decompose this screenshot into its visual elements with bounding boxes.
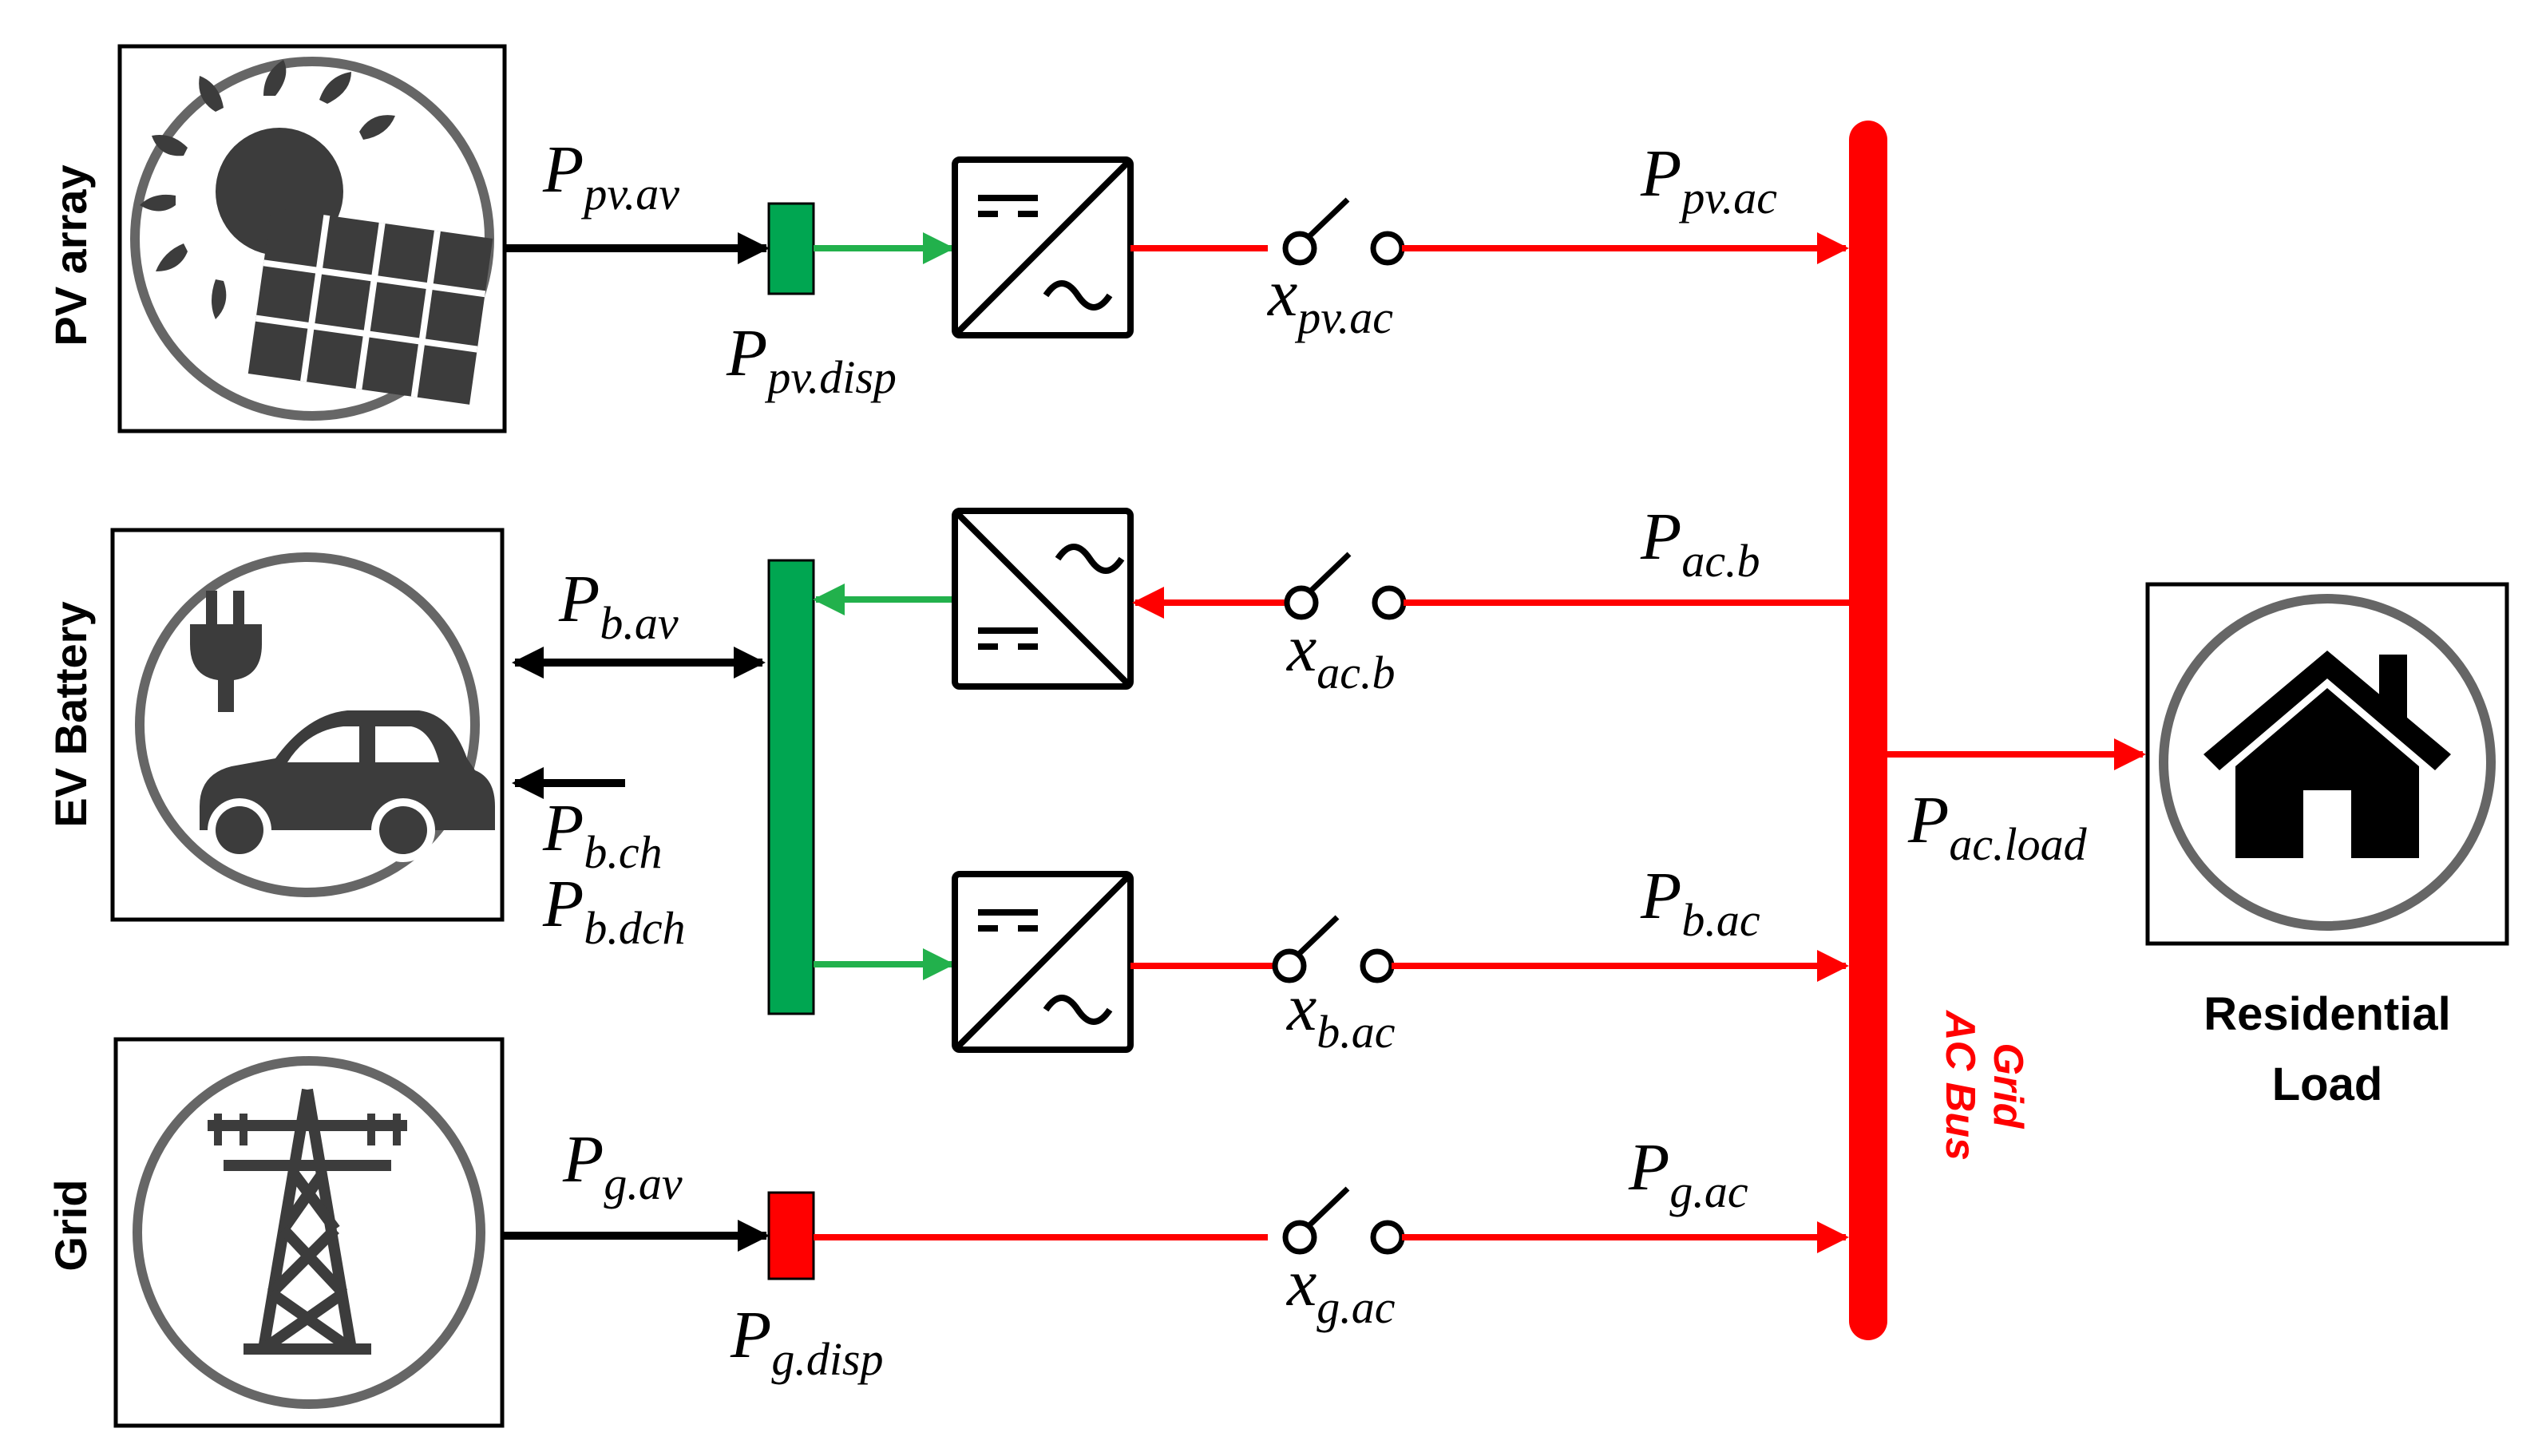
grid-dispatch-node [767, 1191, 815, 1280]
house-icon [2145, 582, 2509, 946]
battery-dispatch-node [767, 559, 815, 1015]
label-p-pv-ac: Ppv.ac [1640, 136, 1777, 224]
label-x-pv-ac: xpv.ac [1266, 256, 1393, 343]
label-p-pv-av: Ppv.av [542, 133, 679, 220]
battery-inverter-icon [952, 871, 1134, 1053]
label-p-pv-disp: Ppv.disp [726, 316, 897, 403]
transmission-tower-icon [113, 1037, 505, 1428]
label-p-b-ch: Pb.ch [542, 791, 663, 878]
label-p-ac-b: Pac.b [1640, 500, 1760, 587]
load-label-line2: Load [2272, 1058, 2383, 1110]
g-ac-switch[interactable] [1282, 1186, 1405, 1255]
pv-inverter-icon [952, 156, 1134, 338]
label-p-b-av: Pb.av [558, 562, 679, 649]
label-p-g-av: Pg.av [562, 1122, 683, 1209]
label-x-b-ac: xb.ac [1285, 971, 1396, 1058]
pv-dispatch-node [767, 202, 815, 295]
label-p-g-disp: Pg.disp [730, 1298, 884, 1385]
source-label-pv: PV array [46, 164, 96, 346]
ac-bus-label-line1: Grid [1985, 1043, 2031, 1130]
rectifier-icon [952, 508, 1134, 690]
label-x-g-ac: xg.ac [1285, 1246, 1396, 1333]
label-p-b-ac: Pb.ac [1640, 859, 1760, 946]
label-p-g-ac: Pg.ac [1628, 1130, 1748, 1217]
solar-panel-sun-icon [117, 44, 507, 433]
ev-car-plug-icon [110, 528, 505, 922]
label-x-ac-b: xac.b [1285, 611, 1396, 698]
source-label-grid: Grid [46, 1179, 96, 1271]
label-p-b-dch: Pb.dch [542, 867, 686, 954]
label-p-ac-load: Pac.load [1907, 783, 2088, 870]
load-label-line1: Residential [2203, 988, 2450, 1040]
ac-b-switch[interactable] [1284, 552, 1407, 620]
ac-bus-label-line2: AC Bus [1937, 1009, 1983, 1161]
pv-ac-switch[interactable] [1282, 197, 1405, 266]
source-label-ev: EV Battery [46, 601, 96, 827]
